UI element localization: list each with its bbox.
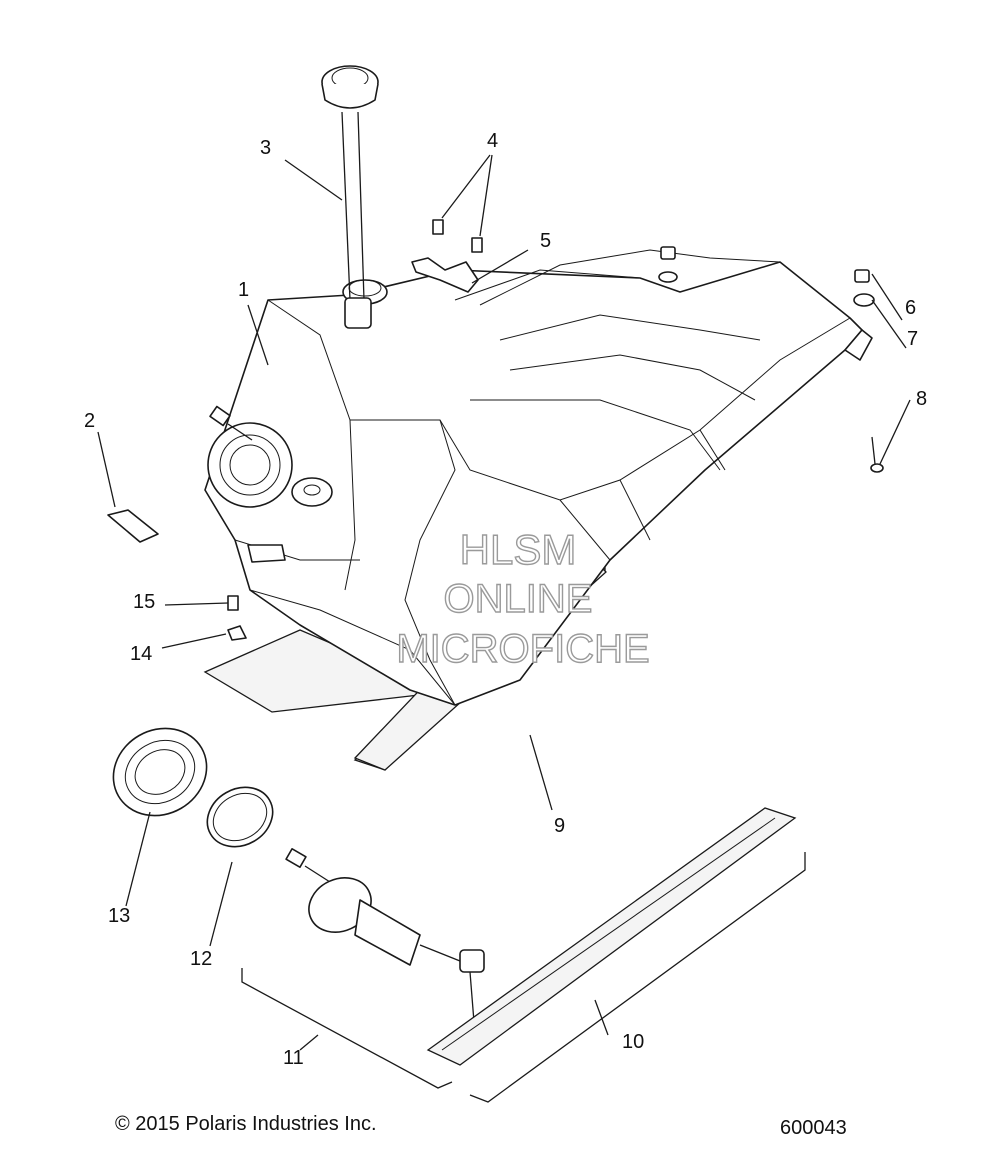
callout-12: 12 bbox=[190, 948, 212, 970]
part-11-fuel-pump bbox=[285, 848, 485, 1031]
part-10-pad bbox=[426, 807, 797, 1066]
leader-lines bbox=[97, 154, 911, 1051]
callout-14: 14 bbox=[130, 643, 152, 665]
callout-8: 8 bbox=[916, 388, 927, 410]
part-13-lock-ring bbox=[112, 727, 208, 817]
part-2-strip bbox=[107, 509, 159, 543]
part-14-clip bbox=[227, 625, 247, 641]
watermark-line-3: MICROFICHE bbox=[396, 627, 649, 671]
callout-7: 7 bbox=[907, 328, 918, 350]
callout-5: 5 bbox=[540, 230, 551, 252]
callout-3: 3 bbox=[260, 137, 271, 159]
callout-4: 4 bbox=[487, 130, 498, 152]
part-4-bolts bbox=[432, 219, 483, 253]
watermark-line-1: HLSM bbox=[460, 526, 577, 573]
watermark-line-2: ONLINE bbox=[444, 577, 593, 621]
group-bracket-10 bbox=[469, 852, 806, 1103]
callout-15: 15 bbox=[133, 591, 155, 613]
part-3-fuel-sender bbox=[321, 65, 379, 329]
figure-number: 600043 bbox=[780, 1117, 847, 1139]
callout-1: 1 bbox=[238, 279, 249, 301]
part-12-seal bbox=[206, 786, 274, 848]
part-6-nut bbox=[854, 269, 870, 283]
callout-13: 13 bbox=[108, 905, 130, 927]
callout-labels: 1 2 3 4 5 6 7 8 9 10 11 12 13 14 15 bbox=[84, 130, 927, 1069]
part-8-bolt bbox=[870, 436, 884, 473]
watermark: HLSM ONLINE MICROFICHE bbox=[396, 525, 651, 671]
callout-2: 2 bbox=[84, 410, 95, 432]
copyright-notice: © 2015 Polaris Industries Inc. bbox=[115, 1113, 377, 1135]
callout-6: 6 bbox=[905, 297, 916, 319]
part-15-screw bbox=[227, 595, 239, 611]
callout-9: 9 bbox=[554, 815, 565, 837]
group-bracket-11 bbox=[241, 968, 453, 1089]
nut-and-washer-top bbox=[658, 246, 678, 283]
callout-11: 11 bbox=[283, 1047, 304, 1069]
part-7-washer bbox=[853, 293, 875, 307]
callout-10: 10 bbox=[622, 1031, 644, 1053]
